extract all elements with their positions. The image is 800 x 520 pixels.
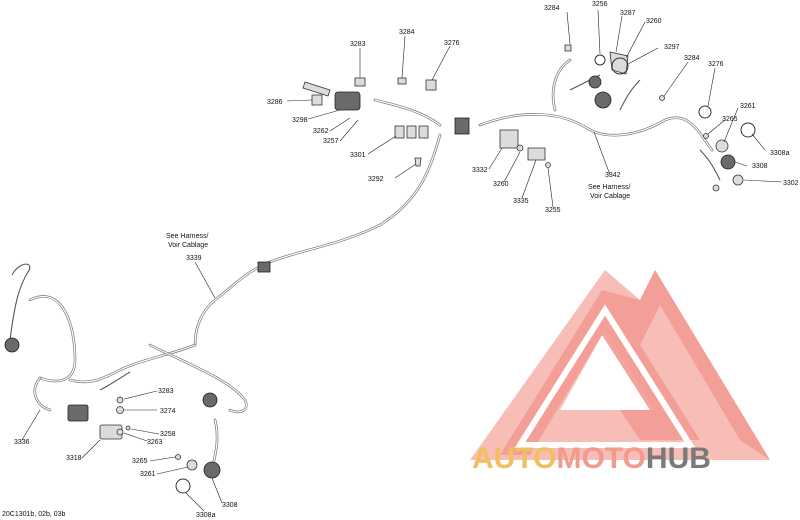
parts	[4, 44, 756, 494]
part-3292	[414, 157, 422, 167]
connector-block	[454, 117, 470, 135]
callout-3286: 3286	[267, 99, 283, 106]
callout-3283-a: 3283	[350, 41, 366, 48]
callout-3318: 3318	[66, 455, 82, 462]
connector-3339	[257, 261, 271, 273]
callout-3308-left: 3308	[222, 502, 238, 509]
part-3265-left	[175, 454, 181, 460]
callout-3284-c: 3284	[399, 29, 415, 36]
part-3332	[499, 129, 519, 149]
svg-text:AUTOMOTOHUB: AUTOMOTOHUB	[472, 442, 711, 475]
part-3284-right	[564, 44, 572, 52]
watermark-text: AUTOMOTOHUB	[472, 442, 711, 475]
callout-3255: 3255	[545, 207, 561, 214]
part-3302	[732, 174, 744, 186]
callout-3284-b: 3284	[684, 55, 700, 62]
part-3335-bracket	[527, 147, 546, 161]
horn	[594, 91, 612, 109]
callout-labels: 3284 3256 3287 3260 3297 3284 3276 3265 …	[14, 1, 799, 519]
callout-3284-a: 3284	[544, 5, 560, 12]
callout-3261-b: 3261	[140, 471, 156, 478]
part-3284-small	[659, 95, 665, 101]
callout-3258: 3258	[160, 431, 176, 438]
note-harness-right-line1: See Harness/	[588, 184, 630, 191]
lamp-upper-left	[202, 392, 218, 408]
lamp-3308-right	[720, 154, 736, 170]
part-3263	[116, 428, 124, 436]
switch-1	[394, 125, 405, 139]
main-harness	[28, 58, 714, 472]
callout-3263: 3263	[147, 439, 163, 446]
callout-3283-b: 3283	[158, 388, 174, 395]
callout-3292: 3292	[368, 176, 384, 183]
part-3286	[311, 94, 323, 106]
callout-3342: 3342	[605, 172, 621, 179]
callout-3339: 3339	[186, 255, 202, 262]
part-3258	[125, 425, 131, 431]
lamp-3318-a	[67, 404, 89, 422]
callout-3260-b: 3260	[493, 181, 509, 188]
part-3283-left	[116, 396, 124, 404]
part-3261-left	[186, 459, 198, 471]
part-3283-top	[354, 77, 366, 87]
lever	[302, 81, 331, 97]
part-3276-top	[425, 79, 437, 91]
callout-3308-right: 3308	[752, 163, 768, 170]
callout-3335: 3335	[513, 198, 529, 205]
callout-3276-b: 3276	[444, 40, 460, 47]
callout-3308a-right: 3308a	[770, 150, 790, 157]
part-3284-top	[397, 77, 407, 85]
part-3255-bolt	[545, 162, 551, 168]
clamp-3276	[698, 105, 712, 119]
callout-3336: 3336	[14, 439, 30, 446]
callout-3297: 3297	[664, 44, 680, 51]
callout-3274: 3274	[160, 408, 176, 415]
part-3260-right	[588, 75, 602, 89]
part-3261-right	[715, 139, 729, 153]
note-harness-left-line1: See Harness/	[166, 233, 208, 240]
callout-3260-a: 3260	[646, 18, 662, 25]
callout-3298: 3298	[292, 117, 308, 124]
callout-3265-a: 3265	[722, 116, 738, 123]
callout-3287: 3287	[620, 10, 636, 17]
part-3302-washer	[712, 184, 720, 192]
document-code: 20C1301b, 02b, 03b	[2, 511, 66, 518]
part-3265-right	[703, 133, 709, 139]
callout-3256: 3256	[592, 1, 608, 8]
leader-lines	[21, 9, 783, 512]
lamp-3308-left	[203, 461, 221, 479]
ring-3297	[611, 57, 629, 75]
ring-3308a-left	[175, 478, 191, 494]
switch-3	[418, 125, 429, 139]
callout-3332: 3332	[472, 167, 488, 174]
note-harness-right-line2: Voir Cablage	[590, 193, 630, 200]
ring-3308a-right	[740, 122, 756, 138]
switch-2	[406, 125, 417, 139]
switch-assembly	[334, 91, 361, 111]
callout-3262: 3262	[313, 128, 329, 135]
thin-wires	[9, 74, 721, 391]
callout-3276-a: 3276	[708, 61, 724, 68]
part-3274	[116, 406, 124, 414]
watermark-hub: HUB	[646, 442, 711, 475]
part-3260-bolt	[516, 144, 524, 152]
lamp-left	[4, 337, 20, 353]
callout-3308a-left: 3308a	[196, 512, 216, 519]
part-3256	[594, 54, 606, 66]
callout-3302: 3302	[783, 180, 799, 187]
watermark-moto: MOTO	[556, 442, 645, 475]
callout-3257: 3257	[323, 138, 339, 145]
note-harness-left-line2: Voir Cablage	[168, 242, 208, 249]
callout-3265-b: 3265	[132, 458, 148, 465]
callout-3301: 3301	[350, 152, 366, 159]
part-3287	[609, 51, 629, 75]
automotohub-logo	[470, 270, 770, 460]
watermark-auto: AUTO	[472, 442, 556, 475]
callout-3261-a: 3261	[740, 103, 756, 110]
